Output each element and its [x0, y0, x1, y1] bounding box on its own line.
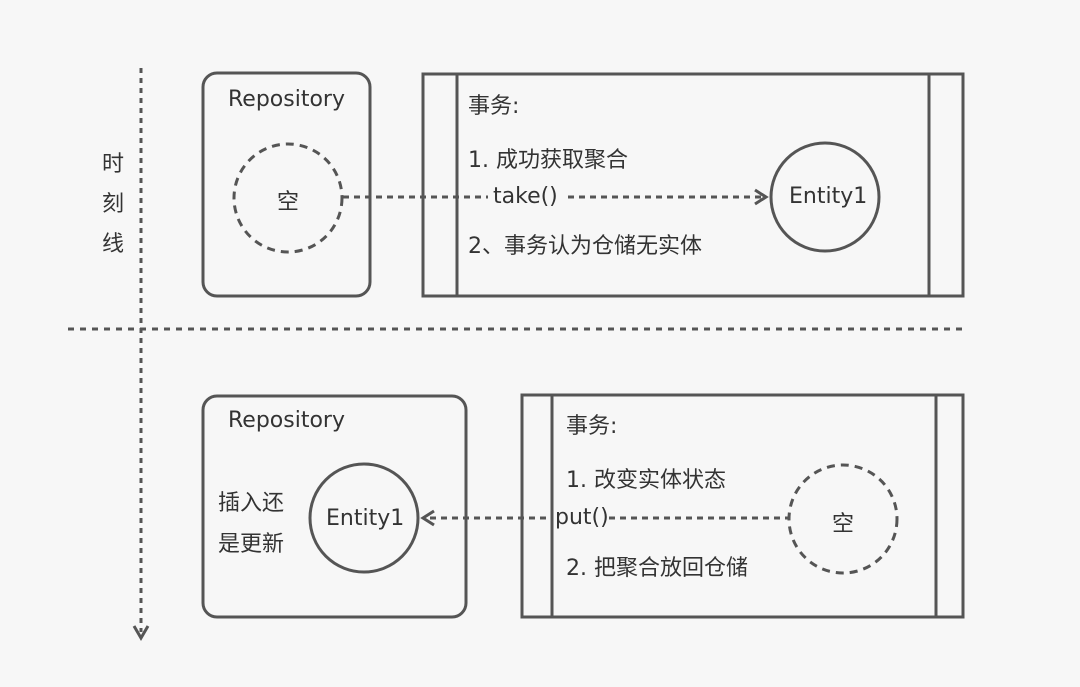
timeline-label-char-1: 时: [101, 152, 124, 177]
bottom-transaction-title: 事务:: [566, 414, 618, 439]
bottom-repository-note-line1: 插入还: [218, 491, 285, 516]
top-transaction-box: [421, 72, 965, 298]
top-entity-label: Entity1: [789, 184, 868, 209]
timeline-arrowhead: [132, 625, 150, 641]
top-empty-slot-text: 空: [277, 190, 300, 215]
top-repository-box: [201, 71, 372, 298]
bottom-repository-title: Repository: [228, 408, 345, 433]
bottom-transaction-step2: 2. 把聚合放回仓储: [566, 556, 748, 581]
bottom-entity-circle: [308, 462, 420, 574]
top-transaction-step1: 1. 成功获取聚合: [468, 148, 628, 173]
top-transaction-step2: 2、事务认为仓储无实体: [468, 234, 702, 259]
timeline-label: 时 刻 线: [101, 145, 125, 265]
bottom-transaction-box: [520, 393, 965, 619]
timeline-label-char-3: 线: [101, 232, 124, 257]
bottom-transaction-step1: 1. 改变实体状态: [566, 468, 726, 493]
top-transaction-title: 事务:: [468, 94, 520, 119]
bottom-repository-box: [201, 394, 468, 619]
put-arrowhead: [420, 509, 435, 527]
top-empty-slot-circle: [232, 142, 344, 254]
top-entity-circle: [769, 141, 881, 253]
put-arrow-label: put(): [555, 505, 609, 530]
bottom-entity-label: Entity1: [326, 506, 405, 531]
top-repository-title: Repository: [228, 87, 345, 112]
take-arrow-label: take(): [493, 184, 558, 209]
bottom-empty-slot-text: 空: [832, 512, 855, 537]
bottom-repository-note-line2: 是更新: [218, 532, 285, 557]
take-arrowhead: [754, 188, 769, 206]
timeline-label-char-2: 刻: [101, 192, 124, 217]
